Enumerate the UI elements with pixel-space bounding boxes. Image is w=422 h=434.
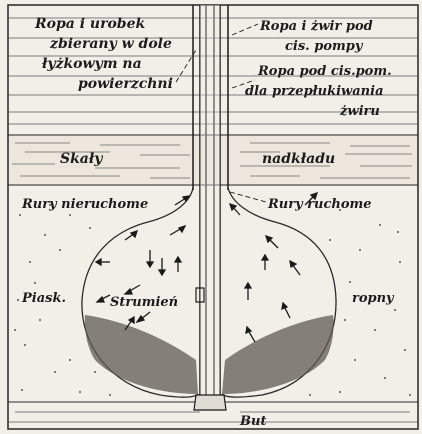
label-top-left-3: łyżkowym na [41,56,142,72]
label-fixed-pipes: Rury nieruchome [21,197,148,212]
label-rock-left: Skały [60,151,103,167]
label-top-left-1: Ropa i urobek [34,16,145,32]
label-top-left-4: powierzchni [78,76,173,92]
label-mid-right-3: żwiru [339,104,380,119]
label-mid-right-2: dla przepłukiwania [245,84,384,99]
label-top-left-2: zbierany w dole [49,36,172,52]
label-jet: Strumień [110,295,178,310]
label-shoe: But [239,414,266,429]
label-top-right-1: Ropa i żwir pod [259,19,373,34]
label-mid-right-1: Ropa pod cis.pom. [257,64,392,79]
label-rock-right: nadkładu [262,151,335,167]
label-oil: ropny [352,291,395,306]
label-moving-pipes: Rury ruchome [267,197,372,212]
label-sand: Piask. [21,291,66,306]
pipe-bore [200,5,220,395]
label-top-right-2: cis. pompy [285,39,364,54]
pipe-shoe [194,395,226,410]
